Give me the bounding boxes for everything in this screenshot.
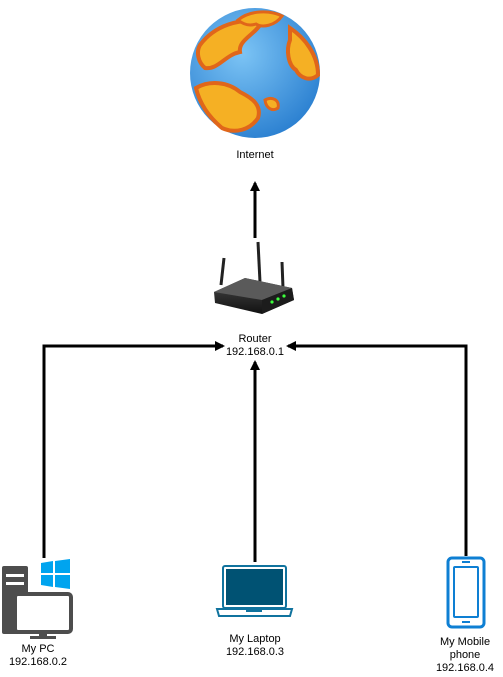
phone-ip: 192.168.0.4	[435, 662, 495, 674]
edge-phone-to-router	[286, 341, 468, 556]
phone-label-line2: phone	[449, 649, 481, 661]
laptop-icon	[215, 565, 294, 617]
globe-icon	[190, 8, 321, 138]
router-label: Router 192.168.0.1	[205, 333, 305, 359]
connections	[42, 181, 468, 562]
pc-label: My PC 192.168.0.2	[0, 643, 76, 669]
laptop-label: My Laptop 192.168.0.3	[205, 633, 305, 659]
router-icon	[214, 241, 294, 314]
edge-pc-to-router	[42, 341, 225, 558]
pc-ip: 192.168.0.2	[8, 656, 68, 668]
phone-label-line1: My Mobile	[439, 636, 491, 648]
mobile-phone-icon	[446, 556, 486, 629]
phone-label: My Mobile phone 192.168.0.4	[427, 636, 503, 675]
internet-label: Internet	[215, 149, 295, 162]
laptop-ip: 192.168.0.3	[225, 646, 285, 658]
router-ip: 192.168.0.1	[225, 346, 285, 358]
internet-label-text: Internet	[236, 149, 274, 161]
laptop-label-text: My Laptop	[229, 633, 281, 645]
desktop-pc-windows-icon	[2, 559, 73, 639]
windows-logo-icon	[41, 559, 70, 589]
router-label-text: Router	[238, 333, 272, 345]
pc-label-text: My PC	[21, 643, 55, 655]
